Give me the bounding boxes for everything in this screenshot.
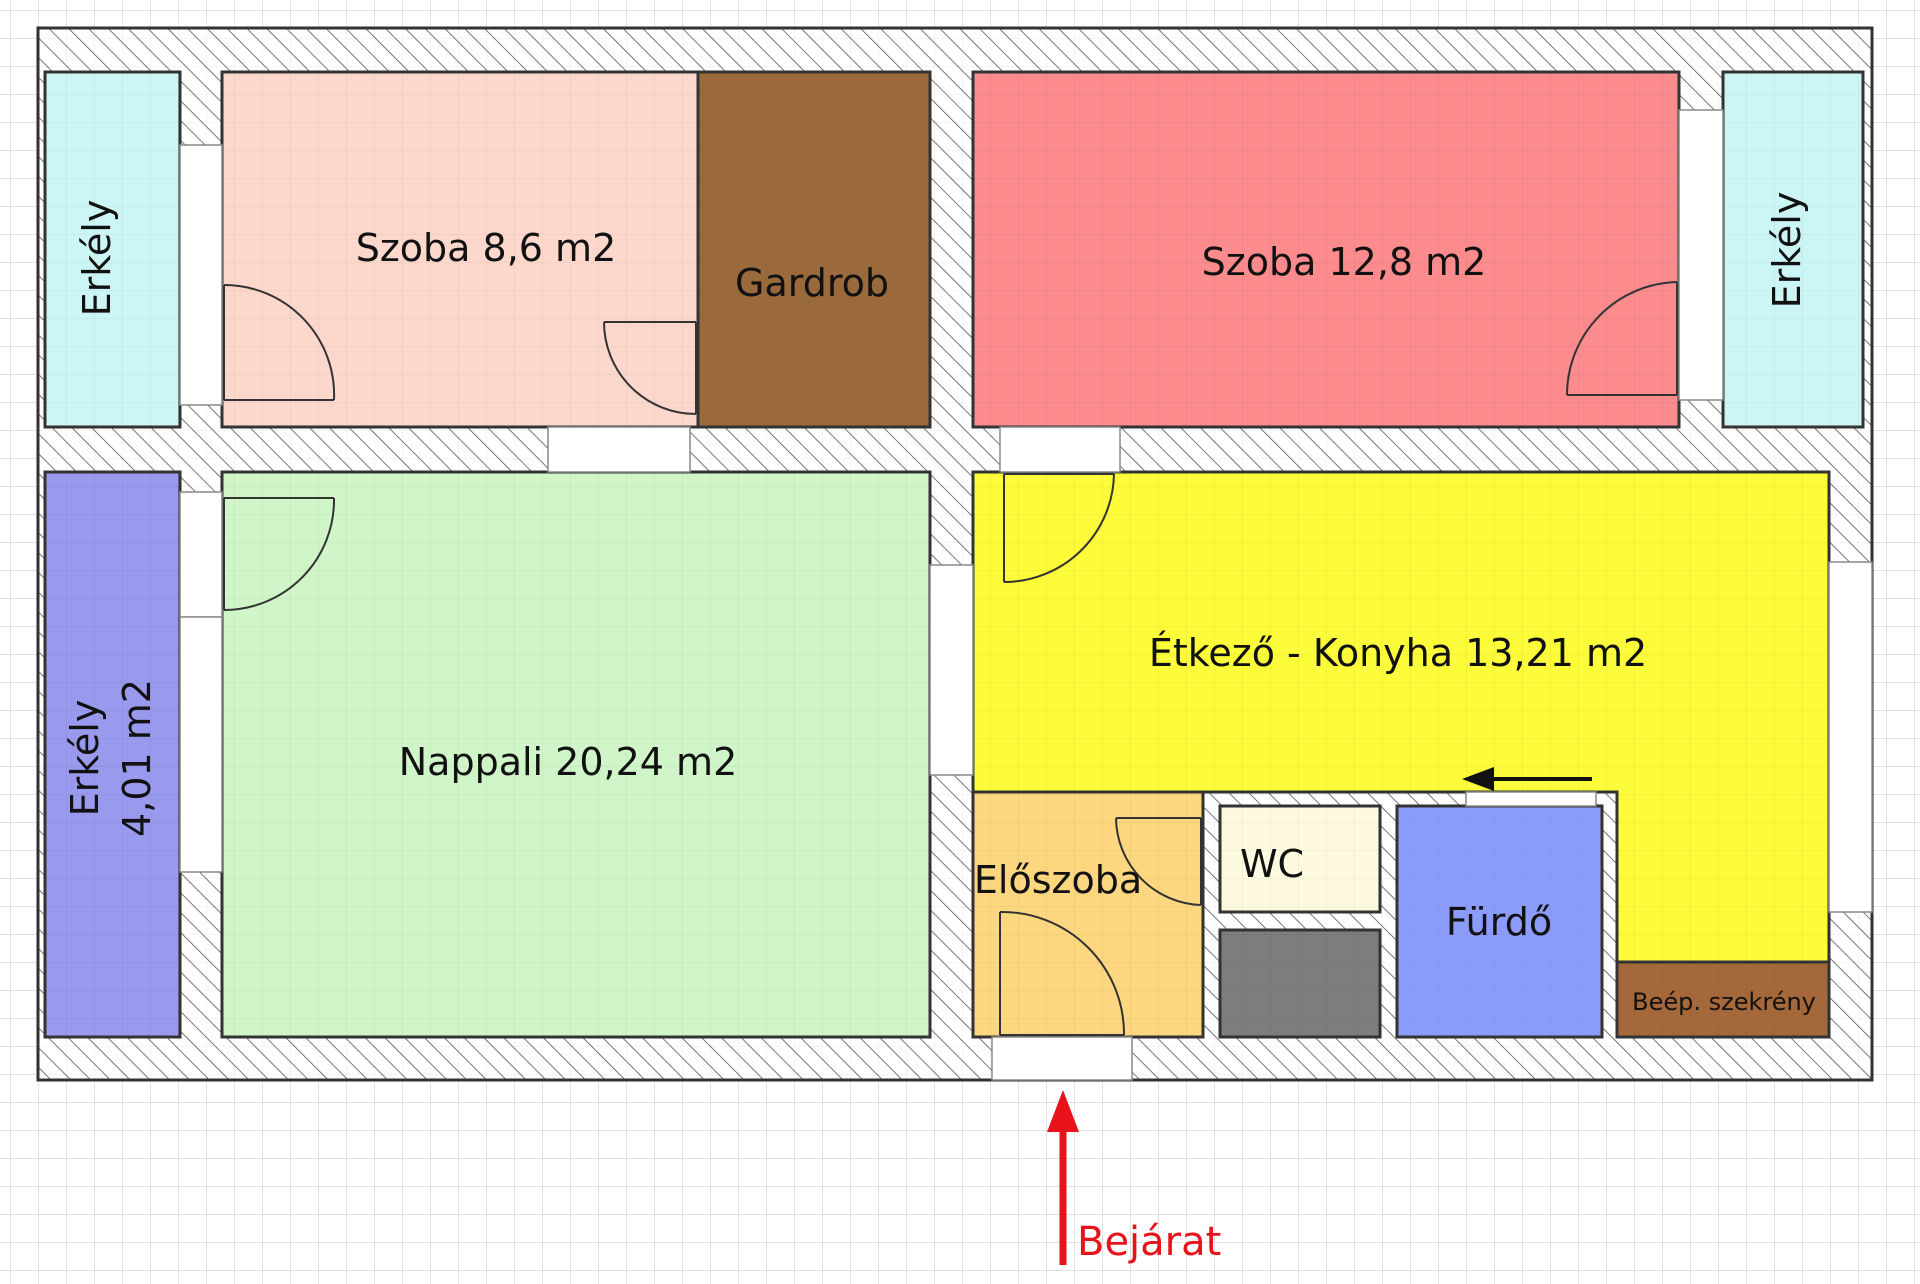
entrance-arrow-icon — [1047, 1090, 1079, 1265]
label-szoba-large: Szoba 12,8 m2 — [1202, 240, 1487, 284]
opening — [179, 616, 223, 873]
opening — [1828, 561, 1873, 913]
opening — [1465, 791, 1597, 807]
label-nappali: Nappali 20,24 m2 — [399, 740, 738, 784]
flow-arrow-icon — [1462, 767, 1592, 791]
opening — [929, 564, 974, 776]
opening — [1678, 109, 1724, 401]
entrance-label: Bejárat — [1077, 1219, 1221, 1265]
opening — [999, 426, 1121, 473]
label-wc: WC — [1240, 842, 1304, 886]
label-furdo: Fürdő — [1446, 900, 1552, 944]
opening — [179, 144, 223, 406]
opening — [547, 426, 691, 473]
opening — [991, 1036, 1133, 1081]
label-gardrob: Gardrob — [735, 261, 889, 305]
label-erkely-left-bottom-line2: 4,01 m2 — [115, 679, 159, 837]
label-szoba-small: Szoba 8,6 m2 — [356, 226, 617, 270]
door-swings — [223, 281, 1678, 1036]
label-erkely-left-bottom-line1: Erkély — [63, 700, 107, 817]
room-storage-gray — [1218, 928, 1382, 1039]
label-eloszoba: Előszoba — [974, 858, 1142, 902]
label-erkely-right: Erkély — [1765, 192, 1809, 309]
opening — [179, 491, 223, 618]
label-erkely-left-top: Erkély — [75, 200, 119, 317]
label-beep-szekreny: Beép. szekrény — [1632, 988, 1816, 1016]
room-gardrob — [696, 70, 932, 429]
room-eloszoba — [971, 790, 1205, 1039]
label-etkezo-konyha: Étkező - Konyha 13,21 m2 — [1149, 631, 1647, 675]
